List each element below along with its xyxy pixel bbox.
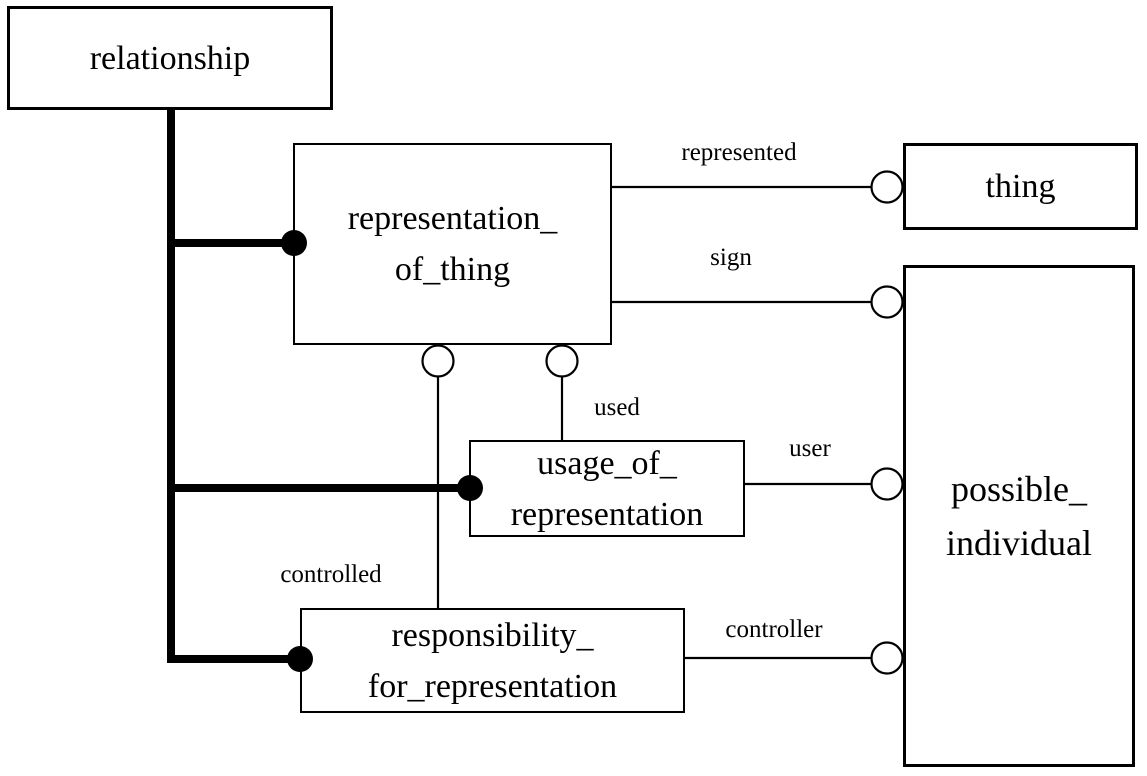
relation-circle-controlled: [421, 344, 455, 378]
node-possible-individual-label-line1: possible_: [950, 469, 1087, 509]
subtype-trunk-line: [167, 110, 295, 663]
node-responsibility-for-representation-label-line1: responsibility_: [391, 616, 594, 654]
edge-label-sign: sign: [710, 244, 752, 271]
relation-circle-represented: [870, 170, 904, 204]
node-representation-of-thing-label-line2: of_thing: [394, 251, 511, 288]
relation-circle-user: [870, 467, 904, 501]
node-possible-individual-label-line2: individual: [946, 523, 1092, 563]
node-usage-of-representation-label-line2: representation: [510, 495, 704, 533]
relation-circle-controller: [870, 641, 904, 675]
node-thing-label: thing: [985, 168, 1056, 205]
node-thing: thing: [903, 143, 1138, 230]
node-possible-individual: possible_ individual: [903, 265, 1135, 767]
node-usage-of-representation: usage_of_ representation: [469, 440, 745, 537]
relation-circle-sign: [870, 285, 904, 319]
edge-label-controller: controller: [725, 616, 823, 643]
node-usage-of-representation-label-line1: usage_of_: [537, 444, 677, 482]
edge-label-represented: represented: [681, 139, 797, 166]
edge-label-used: used: [594, 394, 640, 421]
relation-circle-used: [545, 344, 579, 378]
node-relationship-label: relationship: [89, 39, 251, 77]
node-representation-of-thing: representation_ of_thing: [293, 143, 612, 345]
edge-label-user: user: [789, 435, 831, 462]
edge-label-controlled: controlled: [280, 561, 382, 588]
node-relationship: relationship: [7, 6, 333, 110]
node-representation-of-thing-label-line1: representation_: [347, 200, 558, 237]
node-responsibility-for-representation: responsibility_ for_representation: [300, 608, 685, 713]
node-responsibility-for-representation-label-line2: for_representation: [367, 667, 618, 705]
